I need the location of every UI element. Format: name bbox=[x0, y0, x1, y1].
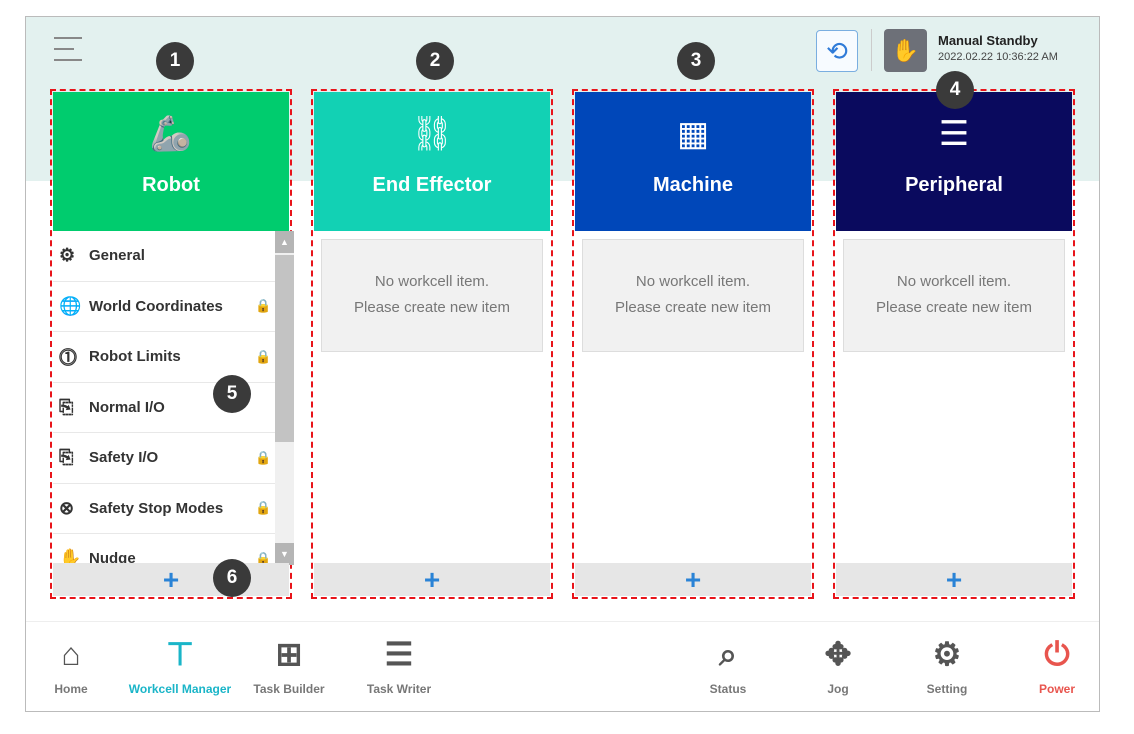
column-title: Robot bbox=[142, 174, 200, 196]
peripheral-icon: ☰ bbox=[938, 115, 970, 153]
nav-setting[interactable]: ⚙ Setting bbox=[892, 634, 1002, 696]
scrollbar[interactable]: ▲▼ bbox=[275, 231, 294, 565]
power-icon: ⏻ bbox=[1044, 636, 1070, 672]
app-window: ⟲ ✋ Manual Standby 2022.02.22 10:36:22 A… bbox=[25, 16, 1100, 712]
item-label: Safety I/O bbox=[89, 449, 159, 467]
divider bbox=[871, 29, 872, 71]
list-item-safety-stop-modes[interactable]: ⊗ Safety Stop Modes 🔒 bbox=[53, 484, 275, 534]
callout-5: 5 bbox=[213, 375, 251, 413]
datetime: 2022.02.22 10:36:22 AM bbox=[938, 51, 1058, 63]
empty-message: No workcell item. Please create new item bbox=[321, 239, 543, 352]
lock-icon: 🔒 bbox=[255, 500, 272, 516]
scroll-down-button[interactable]: ▼ bbox=[275, 543, 294, 565]
hand-guide-icon[interactable]: ✋ bbox=[884, 29, 927, 72]
add-robot-item-button[interactable]: + bbox=[53, 563, 289, 596]
end-effector-column: ⛓ End Effector No workcell item. Please c… bbox=[311, 89, 553, 599]
nav-task-builder[interactable]: ⊞ Task Builder bbox=[234, 634, 344, 696]
empty-line2: Please create new item bbox=[615, 299, 771, 316]
nav-home[interactable]: ⌂ Home bbox=[26, 634, 126, 696]
robot-icon: ⚙ bbox=[59, 245, 76, 266]
empty-message: No workcell item. Please create new item bbox=[582, 239, 804, 352]
workcell-icon: ⊤ bbox=[166, 636, 194, 672]
robot-arm-icon: 🦾 bbox=[149, 115, 193, 153]
item-label: World Coordinates bbox=[89, 297, 223, 315]
item-label: Safety Stop Modes bbox=[89, 499, 224, 517]
item-label: Nudge bbox=[89, 550, 136, 565]
empty-line1: No workcell item. bbox=[635, 273, 751, 290]
empty-line2: Please create new item bbox=[354, 299, 510, 316]
empty-line1: No workcell item. bbox=[896, 273, 1012, 290]
callout-1: 1 bbox=[156, 42, 194, 80]
scroll-up-button[interactable]: ▲ bbox=[275, 231, 294, 253]
item-label: Normal I/O bbox=[89, 398, 165, 416]
task-writer-icon: ☰ bbox=[384, 636, 414, 672]
robot-settings-list: ⚙ General 🌐 World Coordinates 🔒 ⓵ Robot Limi… bbox=[53, 231, 275, 565]
lock-icon: 🔒 bbox=[255, 550, 272, 565]
nav-label: Workcell Manager bbox=[128, 682, 232, 696]
list-item-normal-io[interactable]: ⎘ Normal I/O bbox=[53, 383, 275, 433]
machine-icon: ▦ bbox=[676, 115, 710, 153]
item-label: Robot Limits bbox=[89, 348, 181, 366]
empty-line1: No workcell item. bbox=[374, 273, 490, 290]
list-item-nudge[interactable]: ✋ Nudge 🔒 bbox=[53, 534, 275, 565]
column-title: Machine bbox=[652, 174, 734, 196]
robot-status: Manual Standby bbox=[938, 33, 1038, 48]
scroll-thumb[interactable] bbox=[275, 255, 294, 442]
add-end-effector-button[interactable]: + bbox=[314, 563, 550, 596]
callout-3: 3 bbox=[677, 42, 715, 80]
list-item-robot-limits[interactable]: ⓵ Robot Limits 🔒 bbox=[53, 332, 275, 383]
nav-jog[interactable]: ✥ Jog bbox=[783, 634, 893, 696]
nav-workcell-manager[interactable]: ⊤ Workcell Manager bbox=[125, 634, 235, 696]
lock-icon: 🔒 bbox=[255, 298, 272, 314]
list-item-general[interactable]: ⚙ General bbox=[53, 231, 275, 282]
lock-icon: 🔒 bbox=[255, 449, 272, 465]
hamburger-menu-icon[interactable] bbox=[54, 37, 82, 61]
nav-label: Task Builder bbox=[253, 682, 325, 696]
nav-label: Jog bbox=[827, 682, 849, 696]
add-machine-button[interactable]: + bbox=[575, 563, 811, 596]
nav-status[interactable]: ⌕ Status bbox=[673, 634, 783, 696]
lock-icon: 🔒 bbox=[255, 348, 272, 364]
callout-2: 2 bbox=[416, 42, 454, 80]
nav-label: Status bbox=[709, 682, 747, 696]
nav-label: Setting bbox=[926, 682, 968, 696]
nav-label: Home bbox=[54, 682, 88, 696]
column-title: Peripheral bbox=[905, 174, 1003, 196]
bottom-nav: ⌂ Home ⊤ Workcell Manager ⊞ Task Builder ☰ T… bbox=[26, 621, 1099, 711]
add-peripheral-button[interactable]: + bbox=[836, 563, 1072, 596]
empty-line2: Please create new item bbox=[876, 299, 1032, 316]
empty-message: No workcell item. Please create new item bbox=[843, 239, 1065, 352]
nav-power[interactable]: ⏻ Power bbox=[1002, 634, 1099, 696]
nav-label: Power bbox=[1038, 682, 1075, 696]
nav-label: Task Writer bbox=[366, 682, 432, 696]
status-icon: ⌕ bbox=[719, 636, 737, 672]
stop-icon: ⊗ bbox=[59, 497, 75, 518]
io-icon: ⎘ bbox=[59, 447, 74, 468]
task-builder-icon: ⊞ bbox=[275, 636, 303, 672]
peripheral-header[interactable]: ☰ Peripheral bbox=[836, 92, 1072, 231]
callout-4: 4 bbox=[936, 71, 974, 109]
list-item-safety-io[interactable]: ⎘ Safety I/O 🔒 bbox=[53, 433, 275, 484]
end-effector-header[interactable]: ⛓ End Effector bbox=[314, 92, 550, 231]
io-icon: ⎘ bbox=[59, 396, 74, 417]
peripheral-column: ☰ Peripheral No workcell item. Please cre… bbox=[833, 89, 1075, 599]
globe-icon: 🌐 bbox=[59, 295, 82, 316]
jog-icon: ✥ bbox=[824, 636, 852, 672]
machine-column: ▦ Machine No workcell item. Please create… bbox=[572, 89, 814, 599]
callout-6: 6 bbox=[213, 559, 251, 597]
home-icon: ⌂ bbox=[61, 636, 81, 672]
robot-header[interactable]: 🦾 Robot bbox=[53, 92, 289, 231]
limit-icon: ⓵ bbox=[59, 347, 77, 368]
gripper-icon: ⛓ bbox=[410, 115, 454, 153]
robot-column: 🦾 Robot ⚙ General 🌐 World Coordinates 🔒 ⓵ Ro… bbox=[50, 89, 294, 599]
column-title: End Effector bbox=[372, 174, 492, 196]
item-label: General bbox=[89, 247, 145, 265]
nav-task-writer[interactable]: ☰ Task Writer bbox=[344, 634, 454, 696]
nudge-hand-icon: ✋ bbox=[59, 548, 82, 565]
sync-icon[interactable]: ⟲ bbox=[816, 30, 858, 72]
machine-header[interactable]: ▦ Machine bbox=[575, 92, 811, 231]
list-item-world-coordinates[interactable]: 🌐 World Coordinates 🔒 bbox=[53, 282, 275, 332]
gear-icon: ⚙ bbox=[932, 636, 962, 672]
